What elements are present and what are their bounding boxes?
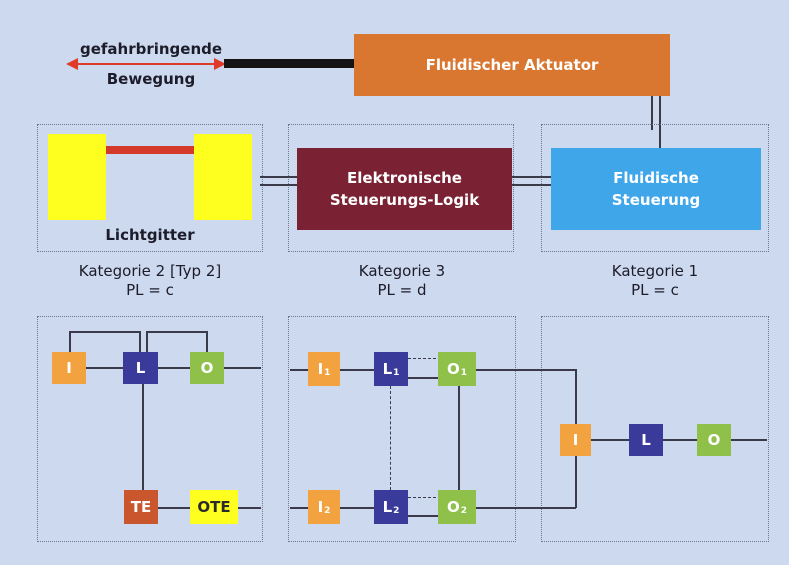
actuator-link-line-a <box>651 96 653 130</box>
cat3-wire <box>340 507 374 509</box>
cat1-input-block: I <box>560 424 591 456</box>
hazardous-motion-label-2: Bewegung <box>66 70 236 89</box>
category-3-pl: PL = c <box>631 281 679 299</box>
category-label-1: Kategorie 2 [Typ 2] PL = c <box>40 262 260 300</box>
cat3-cross-monitoring <box>408 497 436 498</box>
electronic-control-logic: Elektronische Steuerungs-Logik <box>297 148 512 230</box>
link-curtain-logic-b <box>260 184 297 186</box>
cat2-wire <box>86 367 123 369</box>
link-logic-fluid-a <box>512 176 551 178</box>
cat3-cross-monitoring <box>408 358 436 359</box>
cat1-wire <box>575 456 577 508</box>
cat3-wire <box>340 369 374 371</box>
light-curtain-emitter <box>48 134 106 220</box>
bidirectional-arrow-icon <box>66 58 226 70</box>
category-1-pl: PL = c <box>126 281 174 299</box>
fluid-actuator-label: Fluidischer Aktuator <box>425 56 599 74</box>
fluid-control-line1: Fluidische <box>613 169 699 187</box>
fluid-control-feed-line <box>659 128 661 150</box>
cat2-test-output-label: OTE <box>197 498 231 516</box>
cat2-wire <box>146 331 207 333</box>
cat2-wire <box>224 367 261 369</box>
fluid-control-line2: Steuerung <box>611 191 701 209</box>
link-logic-fluid-b <box>512 184 551 186</box>
cat3-output1-label: O <box>446 360 460 378</box>
cat3-input2-label: I <box>317 498 324 516</box>
cat2-wire <box>69 331 140 333</box>
category-label-2: Kategorie 3 PL = d <box>292 262 512 300</box>
category-2-pl: PL = d <box>377 281 427 299</box>
cat2-wire <box>139 331 141 355</box>
fluid-actuator: Fluidischer Aktuator <box>354 34 670 96</box>
cat3-wire <box>290 507 308 509</box>
electronic-control-logic-line1: Elektronische <box>347 169 462 187</box>
cat2-output-block: O <box>190 352 224 384</box>
cat2-test-block: TE <box>124 490 158 524</box>
cat1-logic-block: L <box>629 424 663 456</box>
cat3-output2-label: O <box>446 498 460 516</box>
piston-rod <box>224 59 356 68</box>
electronic-control-logic-line2: Steuerungs-Logik <box>329 191 480 209</box>
cat3-wire <box>408 515 438 517</box>
actuator-link-line-b <box>659 96 661 130</box>
light-curtain-label-text: Lichtgitter <box>105 226 195 244</box>
light-curtain-box <box>37 124 263 252</box>
logic-box <box>288 124 514 252</box>
cat1-wire <box>731 439 767 441</box>
cat1-output-block: O <box>697 424 731 456</box>
cat2-wire <box>238 507 261 509</box>
fluid-control-box <box>541 124 769 252</box>
cat1-architecture-box <box>541 316 769 542</box>
cat2-architecture-box <box>37 316 263 542</box>
cat1-wire <box>663 439 697 441</box>
cat3-wire <box>408 377 438 379</box>
cat3-wire <box>458 386 460 490</box>
hazardous-motion-label-line2: Bewegung <box>106 70 196 88</box>
cat1-input-label: I <box>572 431 579 449</box>
light-curtain-receiver <box>194 134 252 220</box>
cat3-wire <box>290 369 308 371</box>
link-curtain-logic-a <box>260 176 297 178</box>
cat2-wire <box>158 507 190 509</box>
cat3-architecture-box <box>288 316 516 542</box>
cat2-input-block: I <box>52 352 86 384</box>
cat2-test-output-block: OTE <box>190 490 238 524</box>
cat2-output-label: O <box>200 359 214 377</box>
cat3-input1-label: I <box>317 360 324 378</box>
category-3-name: Kategorie 1 <box>611 262 699 280</box>
cat2-logic-label: L <box>135 359 146 377</box>
category-1-name: Kategorie 2 [Typ 2] <box>78 262 222 280</box>
cat1-wire <box>575 369 577 424</box>
category-2-name: Kategorie 3 <box>358 262 446 280</box>
hazardous-motion-label: gefahrbringende <box>66 40 236 59</box>
light-curtain-beam <box>106 146 194 154</box>
cat1-logic-label: L <box>641 431 651 449</box>
cat3-cross-monitoring <box>390 386 391 490</box>
cat1-wire <box>591 439 629 441</box>
hazardous-motion-label-line1: gefahrbringende <box>79 40 223 58</box>
cat3-wire <box>476 507 576 509</box>
cat1-output-label: O <box>707 431 721 449</box>
category-label-3: Kategorie 1 PL = c <box>545 262 765 300</box>
cat2-wire <box>206 331 208 355</box>
cat2-input-label: I <box>66 359 72 377</box>
cat3-wire <box>476 369 576 371</box>
cat2-logic-block: L <box>123 352 158 384</box>
cat2-wire <box>69 331 71 355</box>
fluid-control: Fluidische Steuerung <box>551 148 761 230</box>
light-curtain-label: Lichtgitter <box>60 226 240 245</box>
cat2-wire <box>142 384 144 492</box>
cat3-logic2-label: L <box>382 498 393 516</box>
cat3-logic1-label: L <box>382 360 393 378</box>
cat2-wire <box>158 367 190 369</box>
cat2-test-label: TE <box>130 498 152 516</box>
cat2-wire <box>146 331 148 355</box>
